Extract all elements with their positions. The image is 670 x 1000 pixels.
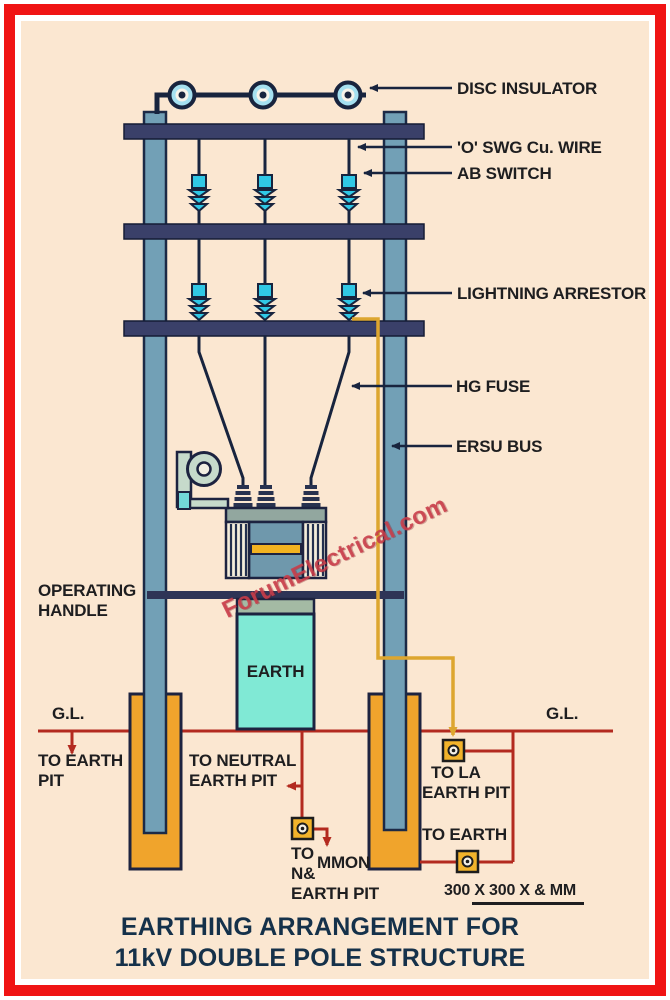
callout-swg-wire: 'O' SWG Cu. WIRE — [457, 138, 602, 157]
disc-insulators — [167, 80, 363, 110]
lightning-arrestor-3 — [335, 283, 363, 322]
callout-lightning-arrestor: LIGHTNING ARRESTOR — [457, 284, 647, 303]
lightning-arrestor-1 — [185, 283, 213, 322]
transformer-yellow-bar — [250, 543, 302, 555]
radiator-fins — [229, 524, 325, 576]
disc-insulator-1 — [167, 80, 197, 110]
earth-block-label: EARTH — [246, 662, 305, 681]
operating-handle-line1: OPERATING — [38, 581, 137, 600]
common-line1b: MMON — [317, 853, 371, 872]
common-earth-lead — [313, 827, 332, 847]
to-la-earth-pit-label: TO LA EARTH PIT — [422, 763, 510, 803]
callout-arrows — [351, 84, 452, 450]
to-earth-label: TO EARTH — [422, 825, 507, 844]
callout-hg-fuse: HG FUSE — [456, 377, 531, 396]
handle-wheel-hub — [196, 461, 212, 477]
to-neutral-line1: TO NEUTRAL — [189, 751, 297, 770]
lightning-arrestors — [185, 283, 363, 322]
earth-column-body — [235, 612, 316, 731]
cross-arms — [123, 123, 425, 599]
phase-wires — [197, 139, 351, 284]
transformer-cap — [224, 506, 328, 524]
common-line1: TO — [291, 844, 314, 863]
handle-rod — [188, 497, 230, 510]
ab-switch-1 — [185, 174, 213, 213]
ab-switches — [185, 174, 363, 213]
to-earth-pit-line2: PIT — [38, 771, 64, 790]
la-earth-wire — [352, 317, 458, 737]
callout-ab-switch: AB SWITCH — [457, 164, 552, 183]
cross-arm-top — [123, 123, 425, 140]
right-pole — [382, 110, 408, 832]
diagram-background — [21, 21, 649, 979]
red-border-frame — [4, 4, 666, 996]
earth-plate-pole — [455, 849, 480, 874]
common-line2: N& — [291, 864, 316, 883]
earth-plate-la — [441, 738, 466, 763]
callout-ersu-bus: ERSU BUS — [456, 437, 543, 456]
to-earth-pit-label: TO EARTH PIT — [38, 751, 123, 791]
title-line1: EARTHING ARRANGEMENT FOR — [120, 913, 520, 941]
cross-arm-middle — [123, 223, 425, 240]
plate-size-label: 300 X 300 X & MM — [444, 882, 576, 899]
ab-switch-3 — [335, 174, 363, 213]
plate-size-underline — [472, 902, 584, 905]
gl-label-right: G.L. — [546, 704, 579, 723]
to-common-earth-pit-label: TO MMON N& EARTH PIT — [291, 844, 379, 904]
gl-label-left: G.L. — [52, 704, 85, 723]
to-la-line1: TO LA — [431, 763, 481, 782]
to-neutral-line2: EARTH PIT — [189, 771, 277, 790]
transformer — [224, 485, 328, 580]
transformer-bushings — [233, 485, 321, 507]
operating-handle-mechanism — [175, 450, 230, 510]
common-line3: EARTH PIT — [291, 884, 379, 903]
handle-cyan-grip — [177, 491, 191, 510]
callout-disc-insulator: DISC INSULATOR — [457, 79, 598, 98]
lightning-arrestor-2 — [251, 283, 279, 322]
disc-insulator-2 — [248, 80, 278, 110]
title-line2: 11kV DOUBLE POLE STRUCTURE — [114, 944, 526, 972]
ab-switch-2 — [251, 174, 279, 213]
earth-plate-neutral — [290, 816, 315, 841]
top-conductor — [154, 92, 366, 114]
to-earth-pit-line1: TO EARTH — [38, 751, 123, 770]
left-pole — [142, 110, 168, 835]
cross-arm-bottom — [123, 320, 425, 337]
callout-operating-handle: OPERATING HANDLE — [38, 581, 136, 621]
hg-fuse-wires — [197, 336, 351, 486]
to-la-line2: EARTH PIT — [422, 783, 510, 802]
transformer-platform — [147, 591, 404, 599]
earth-plates — [290, 738, 480, 874]
to-neutral-earth-pit-label: TO NEUTRAL EARTH PIT — [189, 751, 296, 791]
earth-column — [235, 597, 316, 731]
operating-handle-line2: HANDLE — [38, 601, 108, 620]
disc-insulator-3 — [333, 80, 363, 110]
